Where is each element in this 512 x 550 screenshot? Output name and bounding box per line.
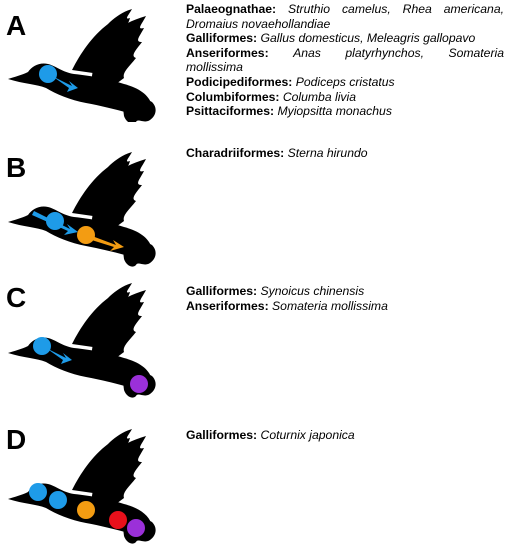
panel-label: B [6,152,27,183]
panel-label: A [6,10,27,41]
panel-label: C [6,282,27,313]
text-line: Anseriformes: Somateria mollissima [186,298,388,313]
text-line: Charadriiformes: Sterna hirundo [186,146,368,160]
bird-shape [8,9,156,122]
text-line: Galliformes: Synoicus chinensis [186,284,365,298]
text-line: Psittaciformes: Myiopsitta monachus [186,104,392,119]
text-line: Podicipediformes: Podiceps cristatus [186,74,395,89]
panel-label: D [6,424,27,455]
marker-purple [127,519,145,537]
species-list: Charadriiformes: Sterna hirundo [186,146,504,161]
text-line: Columbiformes: Columba livia [186,89,356,104]
species-list: Galliformes: Coturnix japonica [186,428,504,443]
marker-blue [46,212,64,230]
marker-red [109,511,127,529]
marker-blue [49,491,67,509]
marker-orange [77,226,95,244]
marker-blue [29,483,47,501]
text-line: Galliformes: Coturnix japonica [186,428,355,442]
species-list: Galliformes: Synoicus chinensis Anserifo… [186,284,504,313]
text-line: Galliformes: Gallus domesticus, Meleagri… [186,31,476,46]
text-line: Anseriformes: Anas platyrhynchos, Somate… [186,45,504,60]
marker-orange [77,501,95,519]
arrow-blue [52,76,78,92]
marker-purple [130,375,148,393]
species-list: Palaeognathae: Struthio camelus, Rhea am… [186,2,504,119]
text-line: Dromaius novaehollandiae [186,16,331,31]
bird-shape [8,152,156,267]
bird-silhouette [8,9,156,122]
marker-blue [33,337,51,355]
text-line: mollissima [186,60,243,75]
arrow-blue [46,348,72,364]
bird-silhouette [8,283,156,398]
bird-silhouette [8,429,156,544]
marker-blue [39,65,57,83]
bird-silhouette [8,152,156,267]
text-line: Palaeognathae: Struthio camelus, Rhea am… [186,2,505,16]
